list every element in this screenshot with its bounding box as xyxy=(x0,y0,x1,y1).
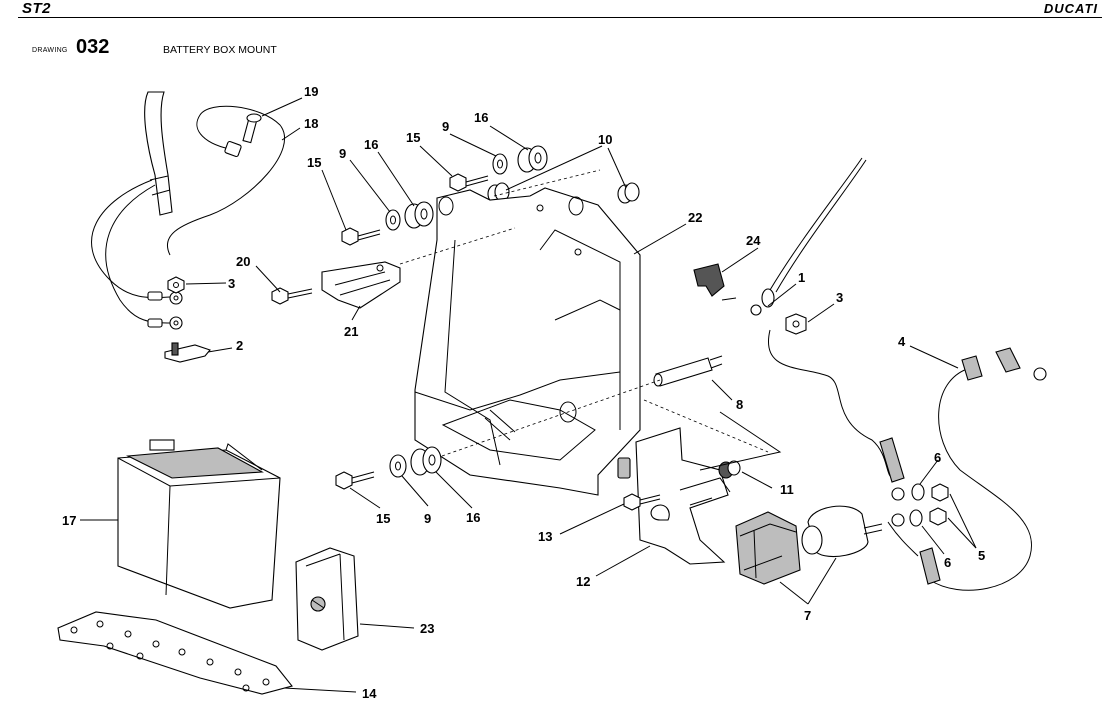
brand-logo: DUCATI xyxy=(1043,1,1098,16)
bolt-20 xyxy=(271,287,313,305)
grommet-16-lower xyxy=(410,446,442,476)
callout-11: 11 xyxy=(780,482,794,497)
callout-13: 13 xyxy=(538,529,552,544)
callout-9-c: 9 xyxy=(424,511,431,526)
battery-cover-23 xyxy=(295,547,359,651)
drawing-number: 032 xyxy=(76,36,110,58)
callout-6-b: 6 xyxy=(944,555,951,570)
callout-2: 2 xyxy=(236,338,243,353)
drawing-title: BATTERY BOX MOUNT xyxy=(163,44,277,56)
callout-5: 5 xyxy=(978,548,985,563)
callout-1: 1 xyxy=(798,270,805,285)
callout-15-b: 15 xyxy=(406,130,420,145)
spacer-10 xyxy=(487,182,640,204)
callout-labels: 19 18 15 9 16 15 9 16 10 22 24 1 3 20 3 … xyxy=(62,84,985,701)
rubber-11 xyxy=(718,460,741,479)
grommet-16-upper-left xyxy=(404,201,434,229)
grommet-16-upper-right xyxy=(517,145,548,173)
callout-20: 20 xyxy=(236,254,250,269)
cable-4 xyxy=(919,347,1047,591)
callout-24: 24 xyxy=(746,233,761,248)
washer-9-lower xyxy=(389,454,407,478)
relay-bracket-12 xyxy=(617,427,731,565)
callout-3-right: 3 xyxy=(836,290,843,305)
nut-3-right xyxy=(785,313,807,335)
callout-6-a: 6 xyxy=(934,450,941,465)
callout-10: 10 xyxy=(598,132,612,147)
callout-4: 4 xyxy=(898,334,906,349)
battery-cable-sleeve xyxy=(144,91,173,216)
cable-7-lead xyxy=(887,513,919,557)
positive-cable-1 xyxy=(750,157,867,316)
stud-8 xyxy=(653,355,723,387)
callout-19: 19 xyxy=(304,84,318,99)
model-name: ST2 xyxy=(22,0,52,17)
bolt-15-lower xyxy=(335,471,375,490)
callout-9-a: 9 xyxy=(339,146,346,161)
ground-cable-18 xyxy=(167,105,286,256)
terminal-24 xyxy=(693,263,737,301)
callout-16-c: 16 xyxy=(466,510,480,525)
nuts-5 xyxy=(929,483,949,526)
callout-16-a: 16 xyxy=(364,137,378,152)
alignment-lines xyxy=(399,169,782,471)
terminal-2 xyxy=(164,342,211,363)
battery-tray-14 xyxy=(57,611,293,695)
callout-16-b: 16 xyxy=(474,110,488,125)
screw-19 xyxy=(242,113,262,144)
drawing-label: DRAWING xyxy=(32,47,68,54)
callout-3-left: 3 xyxy=(228,276,235,291)
callout-22: 22 xyxy=(688,210,702,225)
negative-cable xyxy=(91,179,183,330)
battery-box-frame-22 xyxy=(414,187,641,496)
callout-15-c: 15 xyxy=(376,511,390,526)
callout-18: 18 xyxy=(304,116,318,131)
callout-9-b: 9 xyxy=(442,119,449,134)
bracket-21 xyxy=(321,261,401,309)
callout-23: 23 xyxy=(420,621,434,636)
callout-17: 17 xyxy=(62,513,76,528)
battery-17 xyxy=(117,439,281,609)
washers-6 xyxy=(909,483,925,527)
callout-14: 14 xyxy=(362,686,377,701)
bolt-15-upper-left xyxy=(341,227,381,246)
washer-9-upper-right xyxy=(492,153,508,175)
callout-15-a: 15 xyxy=(307,155,321,170)
bolt-15-upper-right xyxy=(449,173,489,192)
callout-21: 21 xyxy=(344,324,358,339)
callout-7: 7 xyxy=(804,608,811,623)
callout-8: 8 xyxy=(736,397,743,412)
starter-solenoid-7 xyxy=(735,505,883,585)
callout-12: 12 xyxy=(576,574,590,589)
washer-9-upper-left xyxy=(385,209,401,231)
bolt-13 xyxy=(623,493,661,511)
leader-lines xyxy=(80,97,977,693)
nut-3-left xyxy=(167,276,185,294)
cable-to-solenoid xyxy=(767,329,905,501)
header-rule xyxy=(18,17,1102,18)
